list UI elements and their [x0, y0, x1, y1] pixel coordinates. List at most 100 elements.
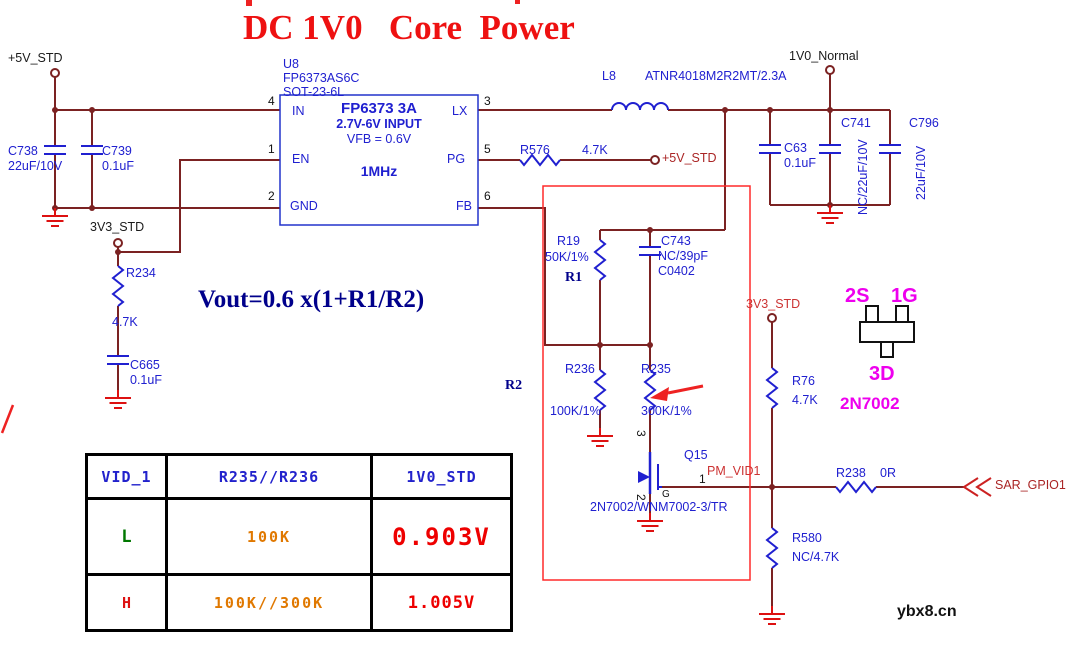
u8-pinnum-3: 3: [484, 94, 491, 108]
val-q15: 2N7002/WNM7002-3/TR: [590, 500, 728, 514]
u8-pinnum-5: 5: [484, 142, 491, 156]
val-c743: NC/39pF: [658, 249, 709, 263]
highlight-box: [542, 185, 751, 581]
net-label-3v3-std-right: 3V3_STD: [746, 297, 801, 311]
net-label-sar-gpio1: SAR_GPIO1: [995, 478, 1066, 492]
cell-voltage-low: 0.903V: [370, 497, 513, 576]
pinout-source-label: 2S: [845, 285, 870, 307]
ref-c739: C739: [102, 144, 132, 158]
val-c741: NC/22uF/10V: [856, 139, 870, 215]
pkg-u8: SOT-23-6L: [283, 85, 345, 99]
val-l8: ATNR4018M2R2MT/2.3A: [645, 69, 787, 83]
u8-pin-gnd: GND: [290, 199, 318, 213]
annotation-r1: R1: [565, 270, 583, 285]
u8-input-range: 2.7V-6V INPUT: [336, 117, 422, 131]
ref-r235: R235: [641, 362, 671, 376]
ref-q15: Q15: [684, 448, 708, 462]
q15-gate-label: G: [662, 489, 670, 500]
q15-pinnum-3: 3: [634, 430, 648, 437]
table-row-low: L 100K 0.903V: [85, 497, 513, 576]
u8-pinnum-6: 6: [484, 189, 491, 203]
ref-c741: C741: [841, 116, 871, 130]
u8-name: FP6373 3A: [341, 100, 417, 117]
cell-resistance-low: 100K: [165, 497, 373, 576]
q15-pinnum-2: 2: [634, 494, 648, 501]
ref-l8: L8: [602, 69, 616, 83]
cell-voltage-high: 1.005V: [370, 573, 513, 632]
ref-r234: R234: [126, 266, 156, 280]
q15-pinnum-1: 1: [699, 472, 706, 486]
pinout-gate-label: 1G: [891, 285, 918, 307]
u8-pinnum-2: 2: [268, 189, 275, 203]
u8-pin-lx: LX: [452, 104, 468, 118]
resistor-symbols: [111, 153, 877, 569]
pinout-drain-label: 3D: [869, 363, 895, 385]
cell-resistance-high: 100K//300K: [165, 573, 373, 632]
net-label-1v0-normal: 1V0_Normal: [789, 49, 859, 63]
val-r234: 4.7K: [112, 315, 138, 329]
val-c739: 0.1uF: [102, 159, 134, 173]
table-header-vid1: VID_1: [85, 453, 168, 500]
page-title: DC 1V0 Core Power: [243, 8, 575, 47]
net-label-pm-vid1: PM_VID1: [707, 464, 761, 478]
vid-table: VID_1 R235//R236 1V0_STD L 100K 0.903V H…: [85, 453, 513, 632]
offpage-connector: [962, 477, 992, 497]
u8-vfb: VFB = 0.6V: [346, 132, 412, 146]
ref-c738: C738: [8, 144, 38, 158]
u8-pinnum-1: 1: [268, 142, 275, 156]
val-c665: 0.1uF: [130, 373, 162, 387]
net-label-5v-std-pg: +5V_STD: [662, 151, 717, 165]
sot23-package-drawing: [859, 305, 915, 358]
ref-r19: R19: [557, 234, 580, 248]
u8-pin-fb: FB: [456, 199, 472, 213]
table-header-row: VID_1 R235//R236 1V0_STD: [85, 453, 513, 500]
table-header-1v0-std: 1V0_STD: [370, 453, 513, 500]
annotation-arrow: [650, 384, 704, 401]
u8-pinnum-4: 4: [268, 94, 275, 108]
val-c796: 22uF/10V: [914, 145, 928, 200]
val-c63: 0.1uF: [784, 156, 816, 170]
ref-r236: R236: [565, 362, 595, 376]
capacitor-symbols: [44, 144, 901, 365]
cell-vid-high: H: [85, 573, 168, 632]
val-r235: 300K/1%: [641, 404, 692, 418]
pkg-c743: C0402: [658, 264, 695, 278]
ref-c796: C796: [909, 116, 939, 130]
ref-c63: C63: [784, 141, 807, 155]
ref-r580: R580: [792, 531, 822, 545]
val-r236: 100K/1%: [550, 404, 601, 418]
ref-r576: R576: [520, 143, 550, 157]
ref-r76: R76: [792, 374, 815, 388]
net-label-3v3-std-left: 3V3_STD: [90, 220, 145, 234]
annotation-r2: R2: [505, 378, 523, 393]
stray-marks: [0, 0, 520, 434]
val-c738: 22uF/10V: [8, 159, 63, 173]
junction-dots: [52, 107, 833, 490]
ref-c743: C743: [661, 234, 691, 248]
u8-frequency: 1MHz: [360, 163, 398, 179]
power-node-circles: [50, 65, 835, 323]
pinout-part-label: 2N7002: [840, 394, 900, 413]
val-r238: 0R: [880, 466, 896, 480]
vout-formula: Vout=0.6 x(1+R1/R2): [198, 286, 425, 313]
part-u8: FP6373AS6C: [283, 71, 360, 85]
ref-c665: C665: [130, 358, 160, 372]
watermark: ybx8.cn: [897, 603, 957, 620]
u8-pin-pg: PG: [447, 152, 466, 166]
u8-pin-en: EN: [292, 152, 310, 166]
val-r76: 4.7K: [792, 393, 818, 407]
net-label-5v-std-left: +5V_STD: [8, 51, 63, 65]
u8-pin-in: IN: [292, 104, 305, 118]
inductor-symbol: [611, 102, 669, 111]
cell-vid-low: L: [85, 497, 168, 576]
mosfet-symbol: [638, 452, 662, 494]
table-header-r235-r236: R235//R236: [165, 453, 373, 500]
val-r580: NC/4.7K: [792, 550, 840, 564]
val-r576: 4.7K: [582, 143, 608, 157]
val-r19: 50K/1%: [545, 250, 589, 264]
regulator-outline: [279, 94, 479, 226]
ref-u8: U8: [283, 57, 299, 71]
table-row-high: H 100K//300K 1.005V: [85, 573, 513, 632]
